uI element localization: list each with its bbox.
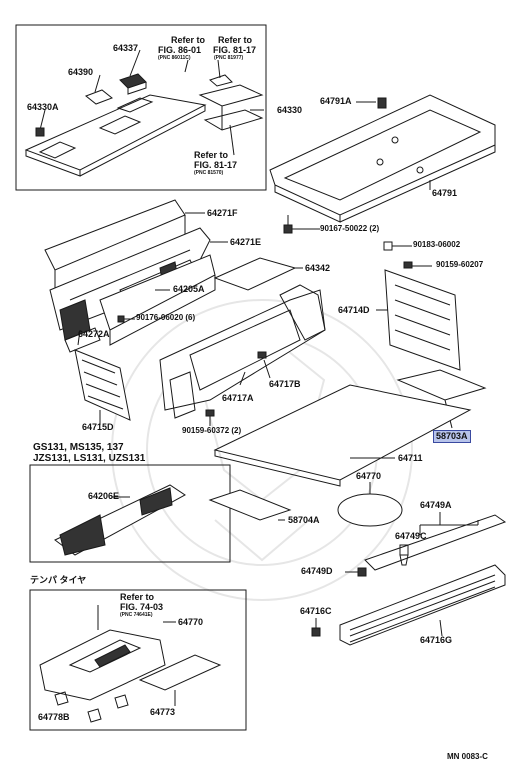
part-label-64715d[interactable]: 64715D: [82, 422, 114, 432]
package-tray-trim: [269, 94, 496, 223]
part-label-64272a[interactable]: 64272A: [78, 329, 110, 339]
part-label-64271f[interactable]: 64271F: [207, 208, 238, 218]
part-label-64749c[interactable]: 64749C: [395, 531, 427, 541]
spare-tire-cover-64770: [337, 493, 403, 527]
ref-fig-81-17-line2[interactable]: FIG. 81-17: [213, 45, 257, 55]
part-label-64716g[interactable]: 64716G: [420, 635, 453, 645]
ref-fig-81-17-line1[interactable]: Refer to: [218, 35, 253, 45]
diagram-code: MN 0083-C: [447, 752, 488, 761]
ref-fig-81-17b-pnc: (PNC 81570): [194, 170, 224, 176]
part-label-58704a[interactable]: 58704A: [288, 515, 320, 525]
part-label-90183[interactable]: 90183-06002: [413, 240, 461, 249]
part-label-58703a[interactable]: 58703A: [433, 430, 471, 443]
trim-board-64206e: [54, 484, 186, 556]
speaker-grill: [119, 73, 147, 95]
part-label-64717b[interactable]: 64717B: [269, 379, 301, 389]
part-label-64205a[interactable]: 64205A: [173, 284, 205, 294]
trunk-side-trim-64717a: [159, 284, 326, 419]
trunk-floor-mat-64711: [213, 384, 472, 487]
ref-fig-86-01-line1[interactable]: Refer to: [171, 35, 206, 45]
part-label-64714d[interactable]: 64714D: [338, 305, 370, 315]
part-label-64717a[interactable]: 64717A: [222, 393, 254, 403]
part-label-64330[interactable]: 64330: [277, 105, 303, 115]
trunk-side-cover-64715d: [74, 349, 131, 421]
part-label-90176[interactable]: 90176-06020 (6): [136, 313, 196, 322]
hook-64778b: [87, 708, 102, 723]
part-label-64770-tire[interactable]: 64770: [178, 617, 204, 627]
ref-fig-74-03-pnc: (PNC 74641E): [120, 612, 153, 618]
ref-fig-81-17-pnc: (PNC 81977): [214, 55, 244, 61]
trim-pieces-64272a: [59, 299, 101, 353]
part-label-64749a[interactable]: 64749A: [420, 500, 452, 510]
belt-cover-set: [198, 74, 264, 131]
ref-fig-74-03-line2[interactable]: FIG. 74-03: [120, 602, 164, 612]
part-label-64770-cover[interactable]: 64770: [356, 471, 382, 481]
part-label-64716c[interactable]: 64716C: [300, 606, 332, 616]
screw-90167: [283, 224, 293, 234]
ref-fig-74-03-line1[interactable]: Refer to: [120, 592, 155, 602]
model-applicability-line2: JZS131, LS131, UZS131: [33, 453, 146, 464]
part-label-64337[interactable]: 64337: [113, 43, 139, 53]
trunk-trim-64205a: [99, 254, 216, 346]
ref-fig-86-01-pnc: (PNC 86011C): [158, 55, 191, 61]
part-label-64749d[interactable]: 64749D: [301, 566, 333, 576]
ref-fig-81-17b-line2[interactable]: FIG. 81-17: [194, 160, 238, 170]
rear-shelf-trim-panel: [24, 94, 207, 177]
part-label-64271e[interactable]: 64271E: [230, 237, 262, 247]
speaker-cover-mat: [85, 89, 113, 105]
part-label-64342[interactable]: 64342: [305, 263, 331, 273]
rear-panel-trim-64716g: [339, 564, 506, 646]
tempa-tire-heading: テンパ タイヤ: [30, 575, 87, 585]
part-label-64791[interactable]: 64791: [432, 188, 458, 198]
part-label-64206e[interactable]: 64206E: [88, 491, 120, 501]
spare-tire-cover-group: [39, 629, 166, 701]
model-applicability-line1: GS131, MS135, 137: [33, 442, 124, 453]
board-64773: [138, 654, 222, 691]
mat-58704a: [208, 489, 292, 521]
mat-64342: [213, 257, 297, 291]
part-label-64773[interactable]: 64773: [150, 707, 176, 717]
trunk-side-cover-64714d: [384, 269, 461, 371]
ref-fig-86-01-line2[interactable]: FIG. 86-01: [158, 45, 202, 55]
part-label-64390[interactable]: 64390: [68, 67, 94, 77]
mat-58703a: [396, 369, 487, 401]
part-label-64778b[interactable]: 64778B: [38, 712, 70, 722]
group-box-rear-shelf: [15, 24, 267, 191]
group-box-tempa-tire: [29, 589, 247, 731]
part-label-90159-60372[interactable]: 90159-60372 (2): [182, 426, 242, 435]
part-label-64330a[interactable]: 64330A: [27, 102, 59, 112]
part-label-90167[interactable]: 90167-50022 (2): [320, 224, 380, 233]
part-label-64711[interactable]: 64711: [398, 453, 423, 463]
part-label-64791a[interactable]: 64791A: [320, 96, 352, 106]
part-label-90159-60207[interactable]: 90159-60207: [436, 260, 484, 269]
ref-fig-81-17b-line1[interactable]: Refer to: [194, 150, 229, 160]
group-box-64206e: [29, 464, 231, 563]
